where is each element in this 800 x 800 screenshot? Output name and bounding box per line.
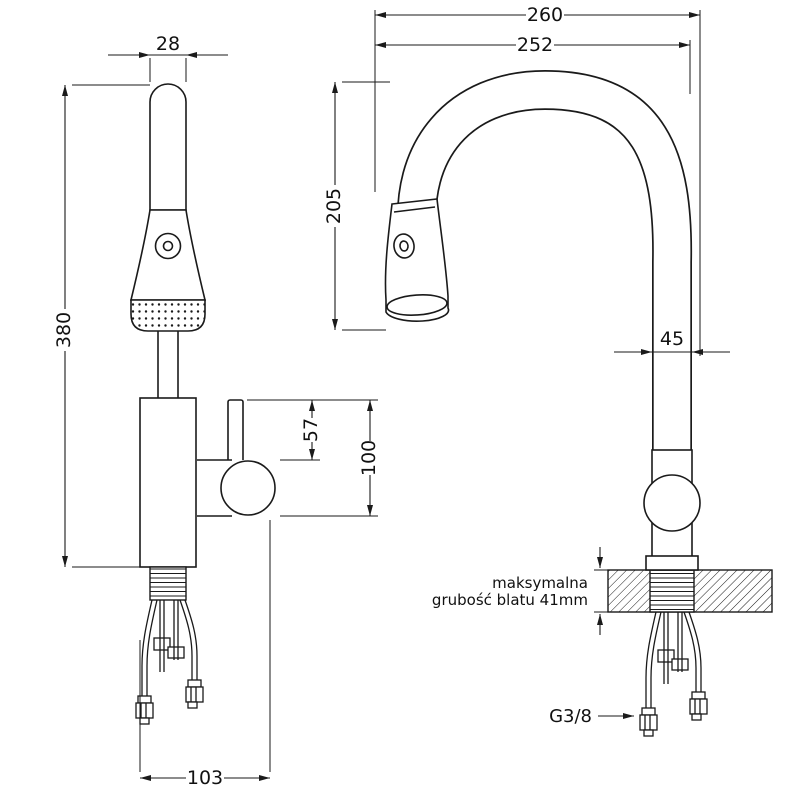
threaded-shank-front [149, 566, 187, 601]
spray-button-side [393, 233, 415, 259]
handle-cap-front [220, 460, 276, 516]
aerator-face [130, 299, 206, 332]
dim-total-height-label: 380 [53, 312, 75, 348]
mounting-hardware-front [135, 599, 204, 725]
dim-lever-height-label: 57 [300, 418, 322, 442]
threaded-shank-side [649, 569, 695, 613]
spray-head-side [384, 198, 450, 322]
mounting-hardware-side [639, 611, 708, 737]
handle-lever [227, 399, 244, 463]
faucet-body-front [139, 397, 197, 568]
spray-head-joint [393, 206, 436, 213]
side-view [384, 69, 773, 737]
dim-reach-spout-label: 252 [517, 34, 553, 56]
spray-button-front [154, 232, 182, 260]
base-flange-side [645, 555, 699, 571]
dim-riser-width-label: 45 [660, 328, 684, 350]
countertop-note-line1: maksymalna [492, 574, 588, 592]
dim-head-width-label: 28 [156, 33, 180, 55]
handle-ball-side [643, 474, 701, 532]
spray-button-side-inner [399, 240, 409, 252]
dim-spout-height-label: 205 [323, 188, 345, 224]
spray-head-front [149, 83, 187, 211]
dim-base-depth-label: 103 [187, 767, 223, 789]
gooseneck-spout-inner [398, 71, 691, 470]
spray-button-front-inner [162, 240, 174, 252]
thread-size-label: G3/8 [549, 706, 592, 727]
front-view [129, 83, 276, 725]
dimensions: 28 380 57 100 103 260 252 205 45 [53, 4, 730, 789]
countertop-note-line2: grubość blatu 41mm [432, 591, 588, 609]
dim-body-height-label: 100 [358, 440, 380, 476]
dim-reach-total-label: 260 [527, 4, 563, 26]
aerator-rim-side [386, 294, 448, 316]
